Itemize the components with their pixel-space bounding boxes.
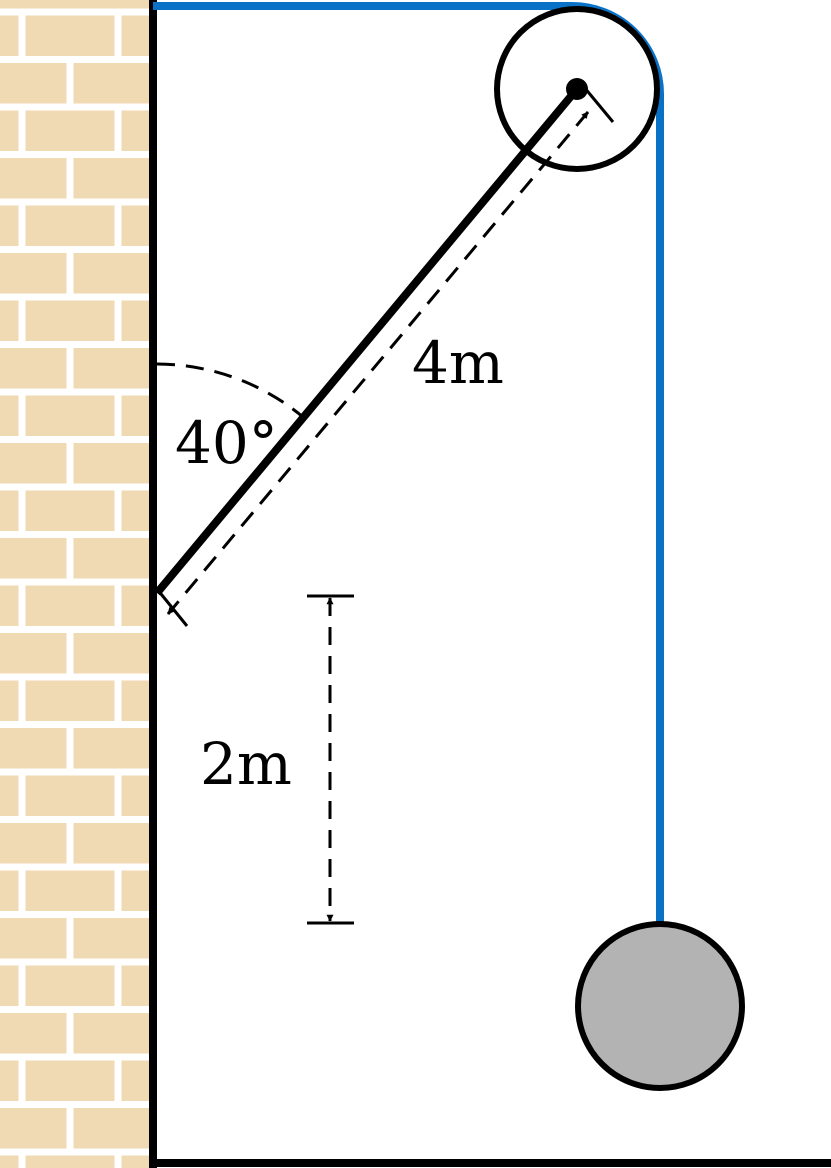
boom-length-label: 4m (412, 329, 504, 397)
brick-wall (0, 0, 153, 1168)
height-label: 2m (200, 730, 292, 798)
hanging-weight (575, 921, 745, 1091)
brick-mortar-lines (0, 8, 150, 1168)
boom-dimension-line (166, 111, 590, 615)
pulley-pivot (566, 78, 588, 100)
boom (153, 86, 581, 596)
angle-label: 40° (175, 409, 278, 477)
boom-dimension-tick-top (582, 86, 615, 123)
